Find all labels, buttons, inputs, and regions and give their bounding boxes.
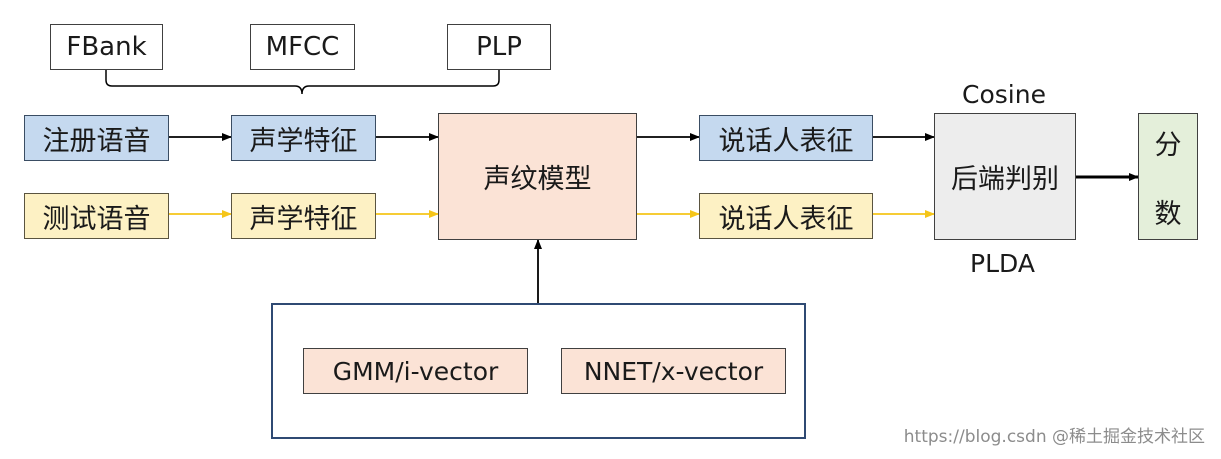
score-char-2: 数	[1154, 198, 1182, 230]
test-embedding-box: 说话人表征	[699, 193, 873, 239]
backend-method-cosine: Cosine	[962, 80, 1046, 109]
score-char-1: 分	[1154, 129, 1182, 161]
enroll-speech-box: 注册语音	[24, 115, 169, 161]
feature-type-mfcc: MFCC	[250, 24, 355, 70]
voiceprint-model-box: 声纹模型	[438, 113, 637, 240]
backend-decision-box: 后端判别	[934, 113, 1076, 240]
test-feature-box: 声学特征	[231, 193, 376, 239]
model-option-nnet-xvector: NNET/x-vector	[561, 348, 786, 394]
watermark-text: https://blog.csdn @稀土掘金技术社区	[903, 427, 1205, 447]
feature-bracket	[105, 70, 500, 95]
backend-method-plda: PLDA	[970, 249, 1035, 278]
score-box: 分 数	[1138, 113, 1198, 240]
enroll-feature-box: 声学特征	[231, 115, 376, 161]
enroll-embedding-box: 说话人表征	[699, 115, 873, 161]
feature-type-fbank: FBank	[50, 24, 163, 70]
model-option-gmm-ivector: GMM/i-vector	[303, 348, 528, 394]
model-options-container	[271, 303, 806, 439]
test-speech-box: 测试语音	[24, 193, 169, 239]
feature-type-plp: PLP	[447, 24, 551, 70]
